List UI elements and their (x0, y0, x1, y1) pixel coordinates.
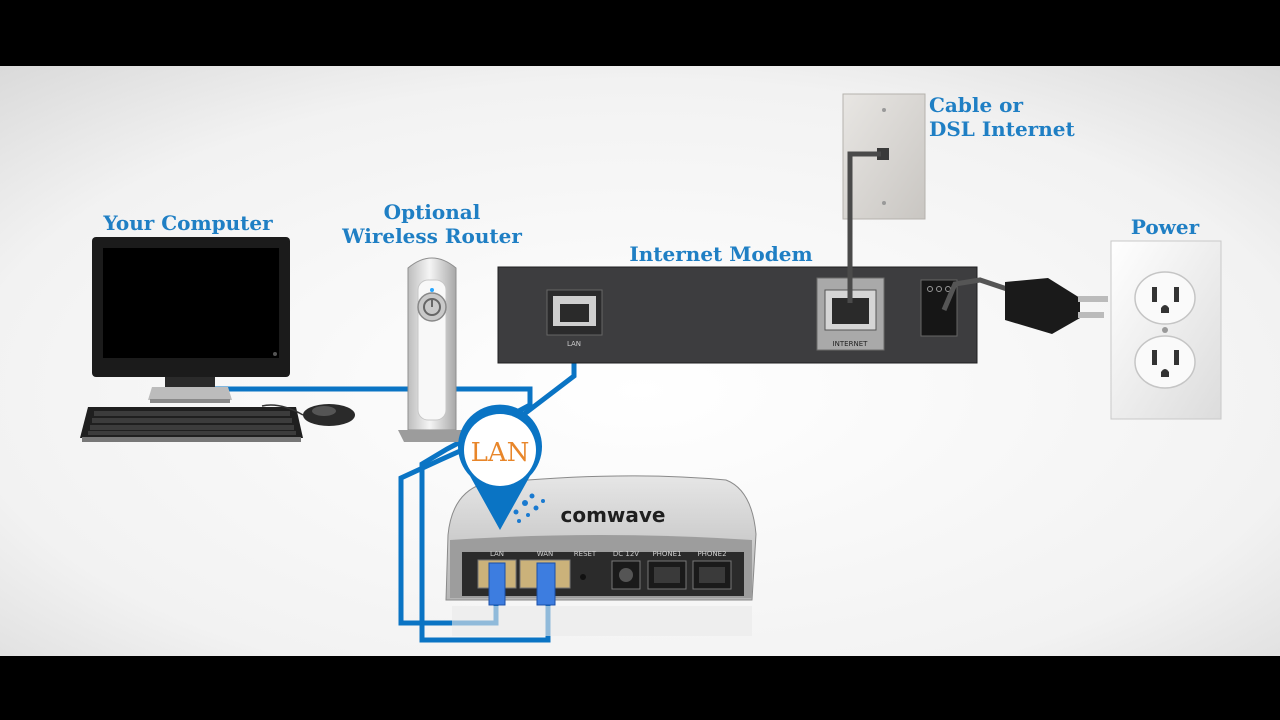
label-dsl-internet: DSL Internet (929, 117, 1075, 141)
label-wireless-router: Wireless Router (341, 224, 522, 248)
label-power: Power (1131, 215, 1200, 239)
comwave-logo-icon (513, 493, 545, 523)
cable-router-back (419, 386, 551, 643)
comwave-port-label: RESET (574, 550, 597, 558)
comwave-port-label: DC 12V (613, 550, 639, 558)
outlet-bottom (1134, 335, 1196, 389)
internet-modem: LAN INTERNET (497, 266, 978, 364)
comwave-port-label: WAN (537, 550, 554, 558)
computer (80, 237, 355, 442)
modem-internet-label: INTERNET (833, 340, 869, 348)
modem-lan-label: LAN (567, 340, 581, 348)
comwave-port-label: PHONE2 (697, 550, 726, 558)
comwave-brand: comwave (560, 503, 665, 527)
comwave-port-label: LAN (490, 550, 504, 558)
label-internet-modem: Internet Modem (629, 242, 812, 266)
outlet-top (1134, 271, 1196, 325)
lan-pin-label: LAN (471, 438, 530, 468)
label-optional: Optional (384, 200, 481, 224)
power-outlet (1110, 240, 1222, 420)
monitor-screen (103, 248, 279, 358)
wan-connector (536, 562, 556, 606)
lan-connector (488, 562, 506, 606)
comwave-port-label: PHONE1 (652, 550, 681, 558)
power-plug (1005, 278, 1108, 334)
label-your-computer: Your Computer (102, 211, 273, 235)
comwave-adapter: comwave LAN WAN RESET DC 12V PHONE1 PHON… (445, 475, 757, 636)
label-cable-or: Cable or (929, 93, 1023, 117)
power-cord (941, 277, 1011, 311)
wireless-router (398, 257, 466, 442)
cable-internet (847, 151, 881, 303)
lan-pin-marker: LAN (458, 404, 543, 530)
